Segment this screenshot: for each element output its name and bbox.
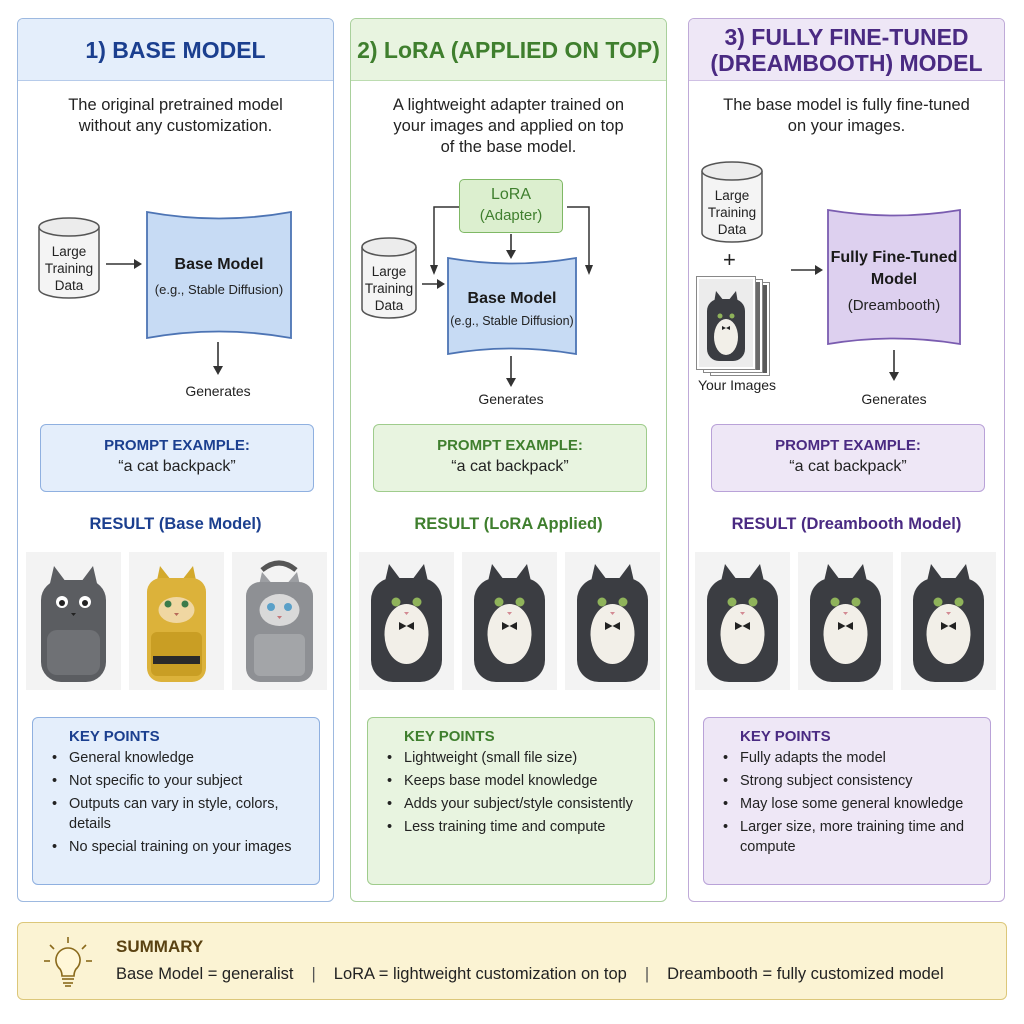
column-dreambooth: 3) FULLY FINE-TUNED(DREAMBOOTH) MODEL Th…	[688, 18, 1005, 902]
adapter-label: LoRA	[490, 186, 532, 203]
fine-tuned-model-block: Fully Fine-Tuned Model (Dreambooth)	[827, 209, 961, 345]
result-image-tuxedo-cat-backpack	[798, 552, 893, 690]
key-point: General knowledge	[52, 749, 319, 769]
fine-tuned-model-sub: (Dreambooth)	[847, 297, 941, 314]
training-data-cylinder-icon: Large Training Data	[38, 217, 100, 299]
base-model-label: Base Model	[174, 256, 264, 273]
arrow-down-icon	[213, 342, 223, 375]
prompt-example-box: PROMPT EXAMPLE: “a cat backpack”	[373, 424, 647, 492]
result-image-tuxedo-cat-backpack	[565, 552, 660, 690]
key-points-box: KEY POINTS Fully adapts the model Strong…	[703, 717, 991, 885]
fine-tuned-model-label: Fully Fine-Tuned Model	[830, 249, 958, 288]
prompt-example-box: PROMPT EXAMPLE: “a cat backpack”	[711, 424, 985, 492]
column-base-model: 1) BASE MODEL The original pretrained mo…	[17, 18, 334, 902]
result-image-tuxedo-cat-backpack	[359, 552, 454, 690]
key-point: Lightweight (small file size)	[387, 749, 654, 769]
arrow-right-icon	[106, 259, 142, 269]
prompt-title: PROMPT EXAMPLE:	[775, 437, 921, 454]
lora-adapter-box: LoRA (Adapter)	[459, 179, 563, 233]
prompt-text: “a cat backpack”	[789, 458, 907, 475]
arrow-down-icon	[506, 234, 516, 259]
generates-label: Generates	[861, 391, 927, 407]
summary-title: SUMMARY	[116, 937, 204, 956]
base-model-block: Base Model (e.g., Stable Diffusion)	[146, 211, 292, 339]
base-model-block: Base Model (e.g., Stable Diffusion)	[447, 257, 577, 355]
your-images-label: Your Images	[697, 377, 777, 393]
your-images-stack	[697, 277, 769, 377]
generates-label: Generates	[478, 391, 544, 407]
key-point: May lose some general knowledge	[723, 795, 990, 815]
adapter-sub: (Adapter)	[479, 207, 543, 224]
key-point: Less training time and compute	[387, 818, 654, 838]
prompt-title: PROMPT EXAMPLE:	[437, 437, 583, 454]
result-image-tuxedo-cat-backpack	[901, 552, 996, 690]
result-title: RESULT (Base Model)	[89, 515, 262, 533]
key-point: Outputs can vary in style, colors, detai…	[52, 795, 319, 834]
training-data-label: Large Training Data	[364, 264, 414, 313]
result-image-tabby-cat-backpack	[232, 552, 327, 690]
adapter-connector-lines	[430, 206, 593, 275]
summary-item-base: Base Model = generalist	[116, 965, 294, 983]
key-point: Keeps base model knowledge	[387, 772, 654, 792]
key-point: No special training on your images	[52, 838, 319, 858]
column-description: The original pretrained model without an…	[68, 96, 283, 135]
training-data-cylinder-icon: Large Training Data	[361, 237, 423, 319]
column-description: A lightweight adapter trained on your im…	[392, 96, 625, 156]
arrow-right-icon	[422, 279, 445, 289]
key-point: Strong subject consistency	[723, 772, 990, 792]
base-model-label: Base Model	[467, 290, 557, 307]
summary-line: Base Model = generalist | LoRA = lightweig…	[116, 965, 944, 984]
key-point: Adds your subject/style consistently	[387, 795, 654, 815]
column-title: 3) FULLY FINE-TUNED(DREAMBOOTH) MODEL	[689, 19, 1004, 81]
result-image-gray-cat-backpack	[26, 552, 121, 690]
prompt-title: PROMPT EXAMPLE:	[104, 437, 250, 454]
key-points-box: KEY POINTS Lightweight (small file size)…	[367, 717, 655, 885]
result-title: RESULT (Dreambooth Model)	[731, 515, 962, 533]
key-points-title: KEY POINTS	[69, 728, 160, 745]
prompt-text: “a cat backpack”	[451, 458, 569, 475]
result-title: RESULT (LoRA Applied)	[414, 515, 603, 533]
result-image-tuxedo-cat-backpack	[462, 552, 557, 690]
summary-panel: SUMMARY Base Model = generalist | LoRA = l…	[17, 922, 1007, 1000]
lightbulb-icon	[44, 937, 92, 987]
arrow-down-icon	[506, 356, 516, 387]
key-points-title: KEY POINTS	[404, 728, 495, 745]
summary-item-dreambooth: Dreambooth = fully customized model	[667, 965, 944, 983]
training-data-label: Large Training Data	[707, 188, 757, 237]
plus-icon: +	[723, 247, 736, 272]
prompt-text: “a cat backpack”	[118, 458, 236, 475]
generates-label: Generates	[185, 383, 251, 399]
training-data-cylinder-icon: Large Training Data	[701, 161, 763, 243]
arrow-right-icon	[791, 265, 823, 275]
column-lora: 2) LoRA (APPLIED ON TOP) A lightweight a…	[350, 18, 667, 902]
summary-separator: |	[311, 965, 316, 983]
key-points-title: KEY POINTS	[740, 728, 831, 745]
prompt-example-box: PROMPT EXAMPLE: “a cat backpack”	[40, 424, 314, 492]
summary-item-lora: LoRA = lightweight customization on top	[333, 965, 627, 983]
key-points-box: KEY POINTS General knowledge Not specifi…	[32, 717, 320, 885]
training-data-label: Large Training Data	[44, 244, 94, 293]
key-point: Not specific to your subject	[52, 772, 319, 792]
column-description: The base model is fully fine-tuned on yo…	[723, 96, 970, 135]
base-model-sub: (e.g., Stable Diffusion)	[154, 282, 284, 297]
key-point: Fully adapts the model	[723, 749, 990, 769]
column-title: 1) BASE MODEL	[18, 19, 333, 81]
result-image-tuxedo-cat-backpack	[695, 552, 790, 690]
key-point: Larger size, more training time and comp…	[723, 818, 990, 857]
result-image-yellow-cat-backpack	[129, 552, 224, 690]
summary-separator: |	[644, 965, 650, 983]
arrow-down-icon	[889, 350, 899, 381]
base-model-sub: (e.g., Stable Diffusion)	[450, 314, 574, 328]
column-title: 2) LoRA (APPLIED ON TOP)	[351, 19, 666, 81]
